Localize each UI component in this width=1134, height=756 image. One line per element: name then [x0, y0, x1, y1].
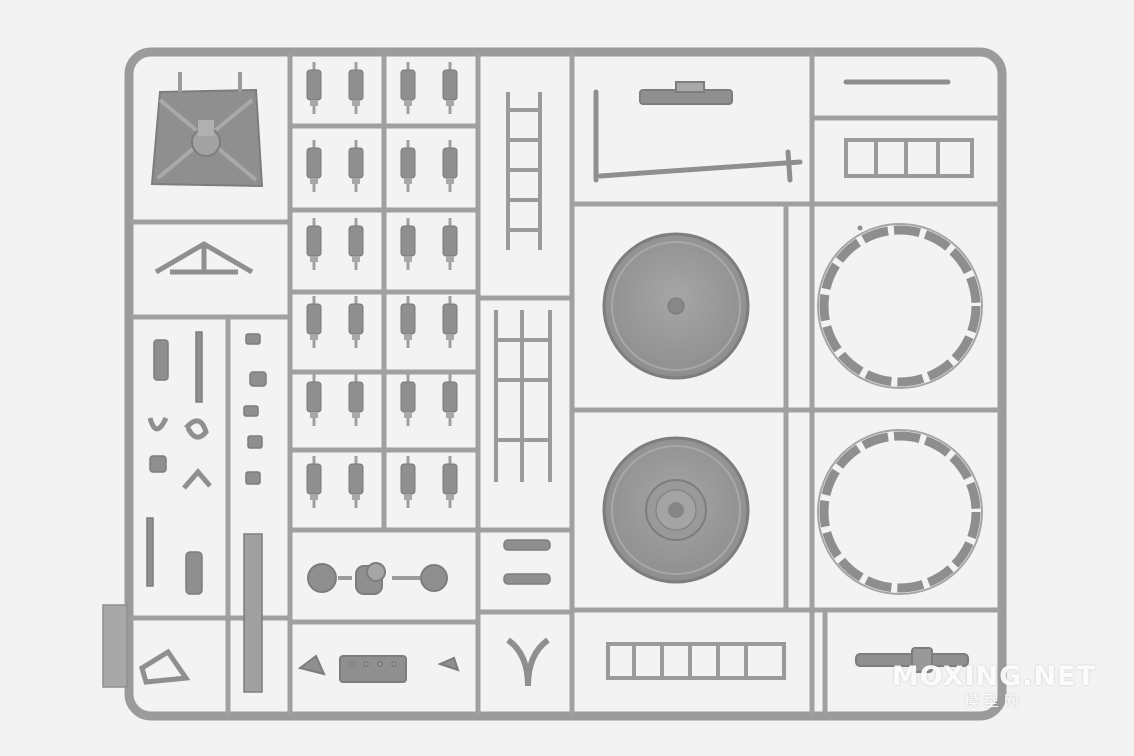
suspension-part	[442, 225, 458, 257]
bottom-parts	[297, 637, 550, 687]
suspension-part	[306, 147, 322, 179]
suspension-part-cap	[310, 334, 318, 340]
suspension-part-cap	[310, 100, 318, 106]
suspension-part-cap	[404, 494, 412, 500]
suspension-part	[348, 381, 364, 413]
rod-parts	[593, 79, 951, 231]
cylinder-parts	[307, 562, 448, 595]
suspension-part-cap	[310, 178, 318, 184]
suspension-part	[306, 303, 322, 335]
suspension-part	[348, 463, 364, 495]
roller-parts	[503, 539, 551, 585]
bracket-part	[639, 81, 733, 105]
suspension-part-cap	[404, 256, 412, 262]
suspension-part-cap	[404, 334, 412, 340]
suspension-part	[348, 303, 364, 335]
suspension-part	[306, 381, 322, 413]
wheel-disc-2	[602, 436, 750, 584]
a-frame-part	[154, 241, 254, 275]
suspension-part	[348, 69, 364, 101]
suspension-part	[348, 225, 364, 257]
suspension-part	[442, 381, 458, 413]
suspension-part-cap	[404, 100, 412, 106]
suspension-part-cap	[404, 412, 412, 418]
small-parts-left	[102, 331, 267, 693]
suspension-part	[442, 303, 458, 335]
suspension-part-cap	[352, 256, 360, 262]
suspension-part-cap	[310, 412, 318, 418]
suspension-part	[442, 463, 458, 495]
ladder-parts	[494, 92, 974, 680]
suspension-part-cap	[352, 178, 360, 184]
suspension-part-cap	[446, 178, 454, 184]
suspension-part	[442, 147, 458, 179]
suspension-part	[306, 69, 322, 101]
barrel-part	[855, 647, 969, 673]
wheel-disc-1	[602, 232, 750, 380]
sprue-frame	[124, 47, 1007, 721]
tire-ring-1	[817, 223, 983, 389]
suspension-part-cap	[446, 100, 454, 106]
sprue-runners	[130, 53, 1001, 715]
suspension-part	[400, 225, 416, 257]
suspension-part-cap	[446, 494, 454, 500]
suspension-part	[306, 463, 322, 495]
suspension-part-cap	[352, 334, 360, 340]
suspension-part	[348, 147, 364, 179]
suspension-part	[400, 147, 416, 179]
suspension-part-cap	[352, 100, 360, 106]
suspension-part	[400, 303, 416, 335]
suspension-part	[400, 69, 416, 101]
suspension-part-cap	[446, 256, 454, 262]
small-parts-grid	[306, 62, 458, 508]
suspension-part	[442, 69, 458, 101]
tire-ring-2	[817, 429, 983, 595]
suspension-part-cap	[352, 412, 360, 418]
suspension-part-cap	[310, 256, 318, 262]
suspension-part-cap	[404, 178, 412, 184]
suspension-part	[400, 381, 416, 413]
suspension-part-cap	[352, 494, 360, 500]
suspension-part-cap	[310, 494, 318, 500]
gearbox-part	[150, 72, 264, 188]
suspension-part-cap	[446, 334, 454, 340]
suspension-part	[306, 225, 322, 257]
suspension-part	[400, 463, 416, 495]
suspension-part-cap	[446, 412, 454, 418]
